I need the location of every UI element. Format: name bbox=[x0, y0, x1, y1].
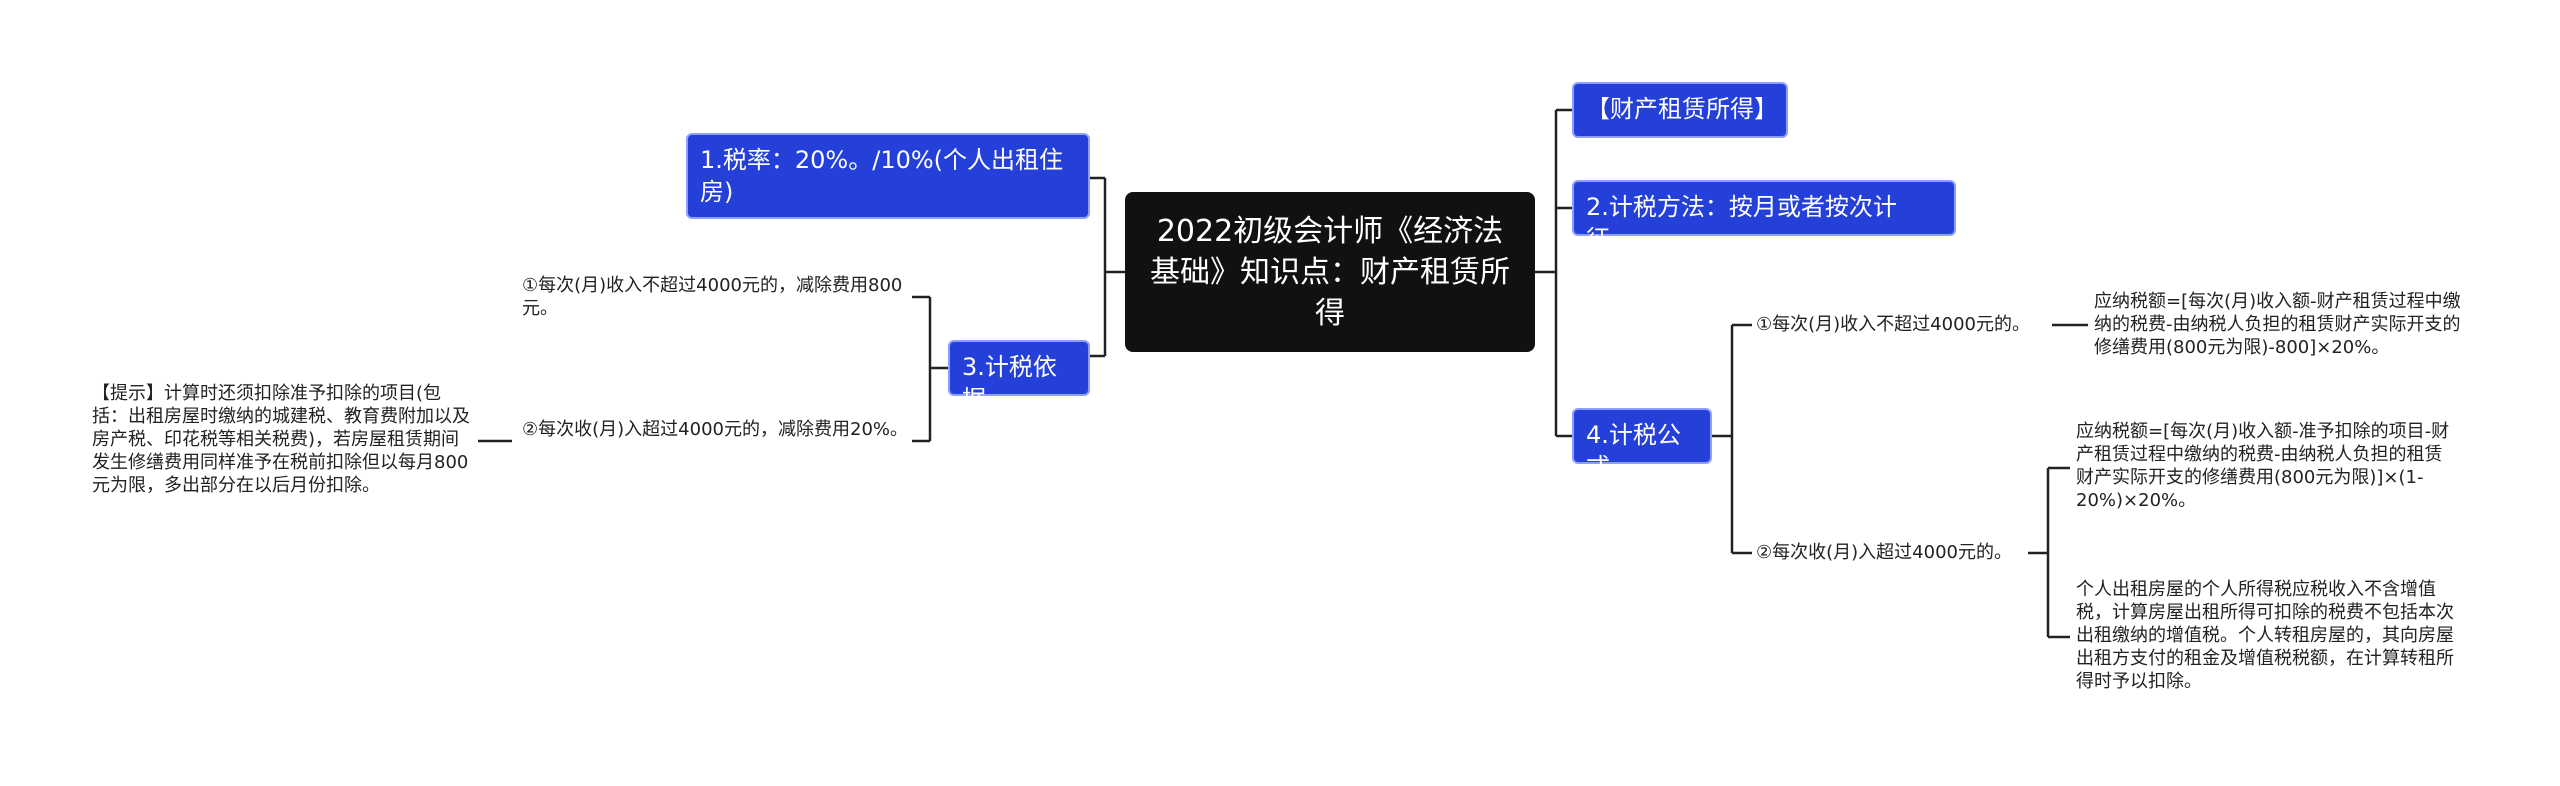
formula-case-1[interactable]: ①每次(月)收入不超过4000元的。 bbox=[1756, 314, 2030, 335]
link-basis-trunk bbox=[928, 297, 948, 441]
link-case-2-trunk bbox=[2028, 468, 2050, 637]
tax-formula-node[interactable]: 4.计税公式 bbox=[1572, 408, 1712, 481]
title-node[interactable]: 【财产租赁所得】 bbox=[1572, 82, 1788, 138]
tax-basis-node[interactable]: 3.计税依据 bbox=[948, 340, 1090, 413]
tax-method-node[interactable]: 2.计税方法：按月或者按次计征。 bbox=[1572, 180, 1956, 253]
tax-rate-node[interactable]: 1.税率：20%。/10%(个人出租住房) bbox=[686, 133, 1090, 219]
formula-case-2[interactable]: ②每次收(月)入超过4000元的。 bbox=[1756, 542, 2012, 563]
formula-case-2-note[interactable]: 个人出租房屋的个人所得税应税收入不含增值税，计算房屋出租所得可扣除的税费不包括本… bbox=[2076, 579, 2454, 692]
tip-text[interactable]: 【提示】计算时还须扣除准予扣除的项目(包括：出租房屋时缴纳的城建税、教育费附加以… bbox=[92, 383, 470, 496]
basis-item-2[interactable]: ②每次收(月)入超过4000元的，减除费用20%。 bbox=[522, 419, 908, 440]
link-root-left-trunk bbox=[1103, 178, 1125, 356]
formula-case-1-detail[interactable]: 应纳税额=[每次(月)收入额-财产租赁过程中缴纳的税费-由纳税人负担的租赁财产实… bbox=[2094, 291, 2461, 358]
link-root-right-trunk bbox=[1535, 110, 1558, 436]
central-topic[interactable]: 2022初级会计师《经济法基础》知识点：财产租赁所得 bbox=[1125, 192, 1535, 352]
basis-item-1[interactable]: ①每次(月)收入不超过4000元的，减除费用800元。 bbox=[522, 275, 903, 319]
link-formula-trunk bbox=[1712, 325, 1734, 553]
formula-case-2-detail[interactable]: 应纳税额=[每次(月)收入额-准予扣除的项目-财产租赁过程中缴纳的税费-由纳税人… bbox=[2076, 421, 2450, 511]
